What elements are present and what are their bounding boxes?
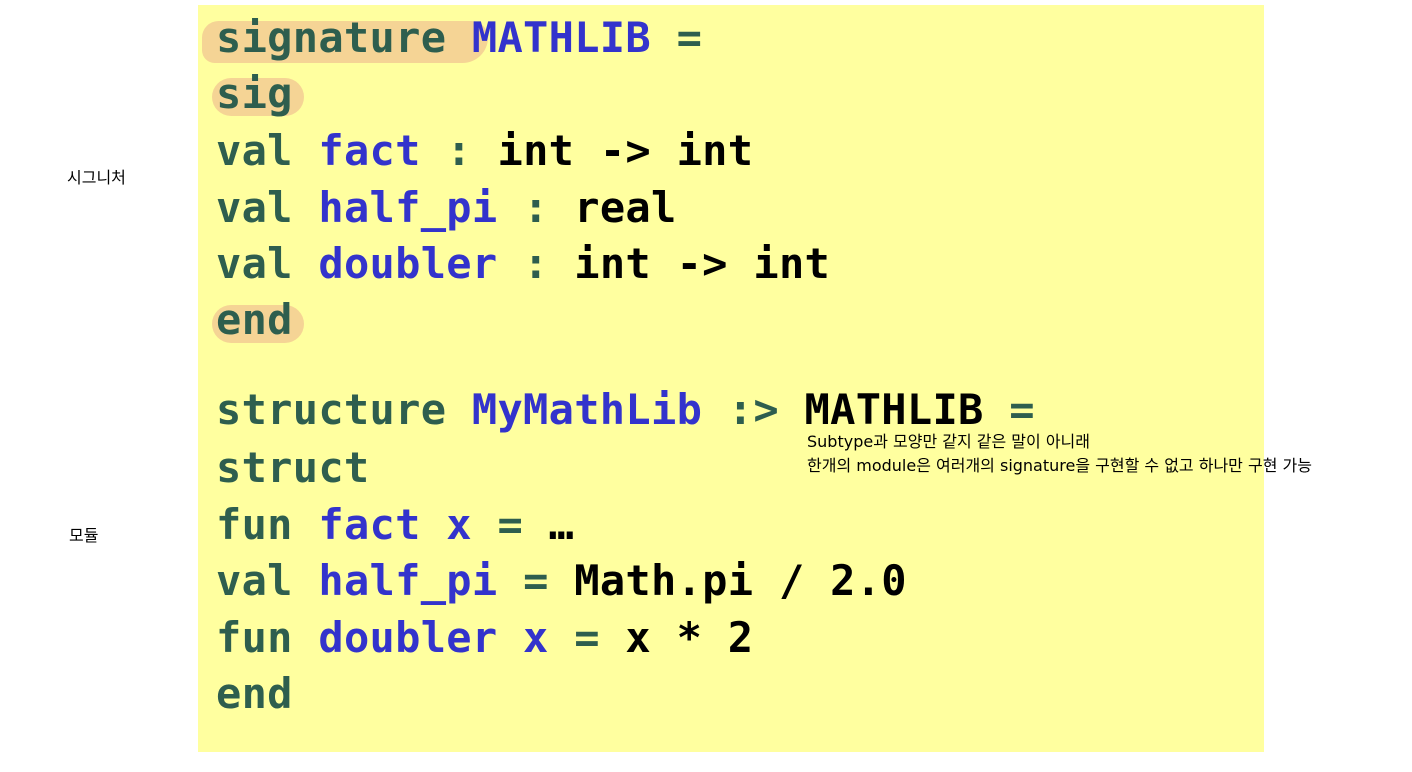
code-identifier: half_pi: [318, 183, 524, 232]
code-line-end-struct: end: [216, 669, 293, 719]
code-line-sig: sig: [216, 69, 293, 119]
code-line-structure-decl: structure MyMathLib :> MATHLIB =: [216, 385, 1035, 435]
code-keyword: =: [523, 556, 575, 605]
code-identifier: MATHLIB: [471, 13, 677, 62]
highlight-signature: [202, 21, 488, 63]
code-keyword: :: [523, 183, 575, 232]
code-keyword: struct: [216, 443, 370, 492]
code-identifier: doubler: [318, 239, 524, 288]
code-keyword: =: [574, 613, 626, 662]
code-keyword: sig: [216, 69, 293, 118]
code-type: int -> int: [574, 239, 831, 288]
note-line-2: 한개의 module은 여러개의 signature을 구현할 수 없고 하나만…: [807, 456, 1312, 475]
code-type: …: [548, 500, 575, 549]
code-keyword: fun: [216, 500, 319, 549]
annotation-note: Subtype과 모양만 같지 같은 말이 아니래 한개의 module은 여러…: [807, 430, 1312, 478]
code-line-val-doubler: val doubler : int -> int: [216, 239, 830, 289]
module-side-label: 모듈: [69, 526, 99, 545]
code-keyword: end: [216, 295, 293, 344]
code-keyword: =: [497, 500, 549, 549]
code-type: MATHLIB: [804, 385, 1010, 434]
code-keyword: =: [676, 13, 703, 62]
code-line-signature-decl: signature MATHLIB =: [216, 13, 702, 63]
code-line-val-half-pi-def: val half_pi = Math.pi / 2.0: [216, 556, 907, 606]
highlight-end: [212, 305, 304, 343]
signature-side-label: 시그니처: [67, 168, 126, 187]
code-type: int -> int: [497, 126, 754, 175]
code-keyword: structure: [216, 385, 472, 434]
code-identifier: MyMathLib: [471, 385, 728, 434]
code-keyword: end: [216, 669, 293, 718]
code-keyword: val: [216, 126, 319, 175]
code-line-end-sig: end: [216, 295, 293, 345]
code-type: x * 2: [625, 613, 754, 662]
code-keyword: :: [523, 239, 575, 288]
code-line-val-half-pi: val half_pi : real: [216, 183, 677, 233]
code-identifier: fact x: [318, 500, 498, 549]
highlight-sig: [212, 78, 304, 116]
code-keyword: val: [216, 556, 319, 605]
code-type: Math.pi / 2.0: [574, 556, 907, 605]
code-keyword: fun: [216, 613, 319, 662]
code-identifier: doubler x: [318, 613, 575, 662]
code-keyword: val: [216, 183, 319, 232]
code-identifier: half_pi: [318, 556, 524, 605]
code-keyword: :>: [727, 385, 805, 434]
code-keyword: val: [216, 239, 319, 288]
code-line-val-fact: val fact : int -> int: [216, 126, 753, 176]
code-identifier: fact: [318, 126, 447, 175]
code-type: real: [574, 183, 677, 232]
code-line-fun-doubler: fun doubler x = x * 2: [216, 613, 753, 663]
note-line-1: Subtype과 모양만 같지 같은 말이 아니래: [807, 432, 1090, 451]
code-block: signature MATHLIB = sig val fact : int -…: [198, 5, 1264, 752]
code-keyword: :: [446, 126, 498, 175]
code-line-fun-fact: fun fact x = …: [216, 500, 574, 550]
code-line-struct: struct: [216, 443, 370, 493]
code-keyword: =: [1009, 385, 1035, 434]
code-keyword: signature: [216, 13, 472, 62]
